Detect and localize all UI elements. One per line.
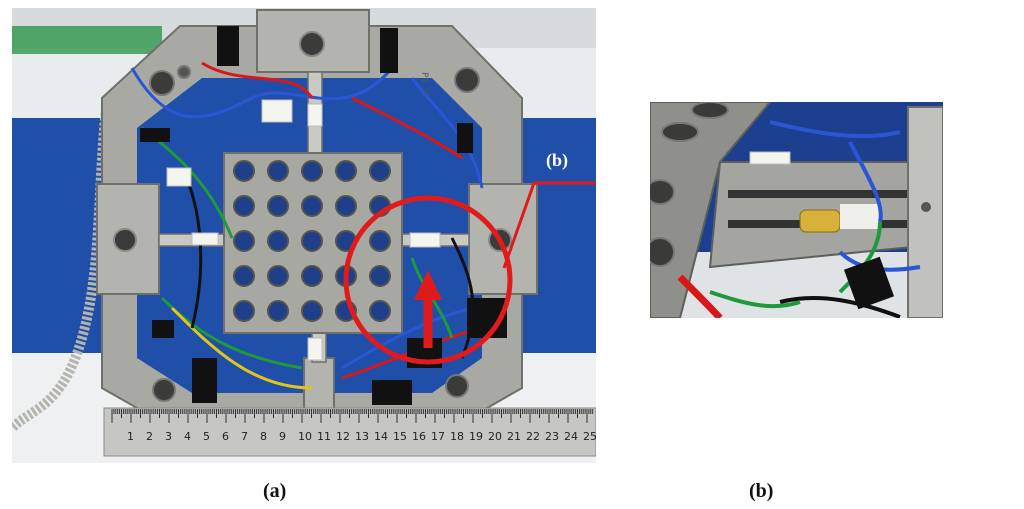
plate-hole	[369, 160, 391, 182]
closeup-illustration	[650, 102, 943, 318]
caption-b: (b)	[749, 480, 774, 502]
ruler-ticks	[111, 409, 594, 423]
ruler-number: 19	[469, 430, 483, 443]
ruler-number: 15	[393, 430, 407, 443]
plate-hole	[233, 230, 255, 252]
ruler-number: 3	[165, 430, 172, 443]
plate-hole	[301, 300, 323, 322]
plate-hole	[233, 300, 255, 322]
ruler-number: 5	[203, 430, 210, 443]
plate-hole	[369, 300, 391, 322]
plate-hole	[369, 230, 391, 252]
ruler-number: 16	[412, 430, 426, 443]
closeup-black-tape	[843, 256, 895, 310]
plate-hole	[267, 230, 289, 252]
ruler-number: 10	[298, 430, 312, 443]
ruler-number: 25	[583, 430, 596, 443]
callout-label: (b)	[546, 150, 568, 171]
plate-hole	[301, 265, 323, 287]
ruler-number: 13	[355, 430, 369, 443]
plate-hole	[335, 160, 357, 182]
closeup-strain-gauge-top	[749, 151, 791, 165]
top-block-hole	[299, 31, 325, 57]
plate-hole	[335, 195, 357, 217]
closeup-wires	[677, 120, 921, 318]
ruler-number: 24	[564, 430, 578, 443]
plate-hole	[267, 160, 289, 182]
ruler-number: 7	[241, 430, 248, 443]
strain-gauges	[166, 99, 441, 361]
ruler-number: 6	[222, 430, 229, 443]
photo-b-closeup	[650, 102, 943, 318]
plate-hole	[267, 265, 289, 287]
plate-hole	[233, 195, 255, 217]
plate-hole	[301, 230, 323, 252]
bottom-clamp-block	[303, 357, 335, 414]
green-strip	[12, 26, 162, 54]
callout-leader-line	[502, 181, 596, 269]
photo-a-fixture: P4 35	[12, 8, 596, 463]
ruler-number: 12	[336, 430, 350, 443]
annotation-circle	[343, 195, 513, 365]
ruler-number: 1	[127, 430, 134, 443]
caption-a: (a)	[263, 480, 287, 502]
plate-stamp: P4 35	[419, 72, 429, 97]
plate-hole	[369, 265, 391, 287]
plate-hole	[233, 265, 255, 287]
plate-hole	[301, 195, 323, 217]
plate-hole	[233, 160, 255, 182]
annotation-arrow-head	[414, 270, 442, 300]
corner-holes	[149, 65, 480, 402]
ruler-number: 2	[146, 430, 153, 443]
ruler-number: 17	[431, 430, 445, 443]
ruler-number: 18	[450, 430, 464, 443]
plate-hole	[301, 160, 323, 182]
closeup-strain-gauge	[799, 209, 841, 233]
closeup-right-block	[907, 106, 943, 318]
ruler-number: 9	[279, 430, 286, 443]
ruler-number: 14	[374, 430, 388, 443]
ruler-number: 4	[184, 430, 191, 443]
plate-hole	[267, 195, 289, 217]
ruler-number: 20	[488, 430, 502, 443]
ruler-number: 21	[507, 430, 521, 443]
plate-hole	[267, 300, 289, 322]
left-block-hole	[113, 228, 137, 252]
ruler-number: 22	[526, 430, 540, 443]
ruler-number: 11	[317, 430, 331, 443]
plate-hole-grid	[233, 160, 391, 322]
fixture-illustration: P4 35	[12, 8, 596, 463]
ruler-number: 8	[260, 430, 267, 443]
ruler-number: 23	[545, 430, 559, 443]
closeup-left-block	[650, 102, 772, 318]
